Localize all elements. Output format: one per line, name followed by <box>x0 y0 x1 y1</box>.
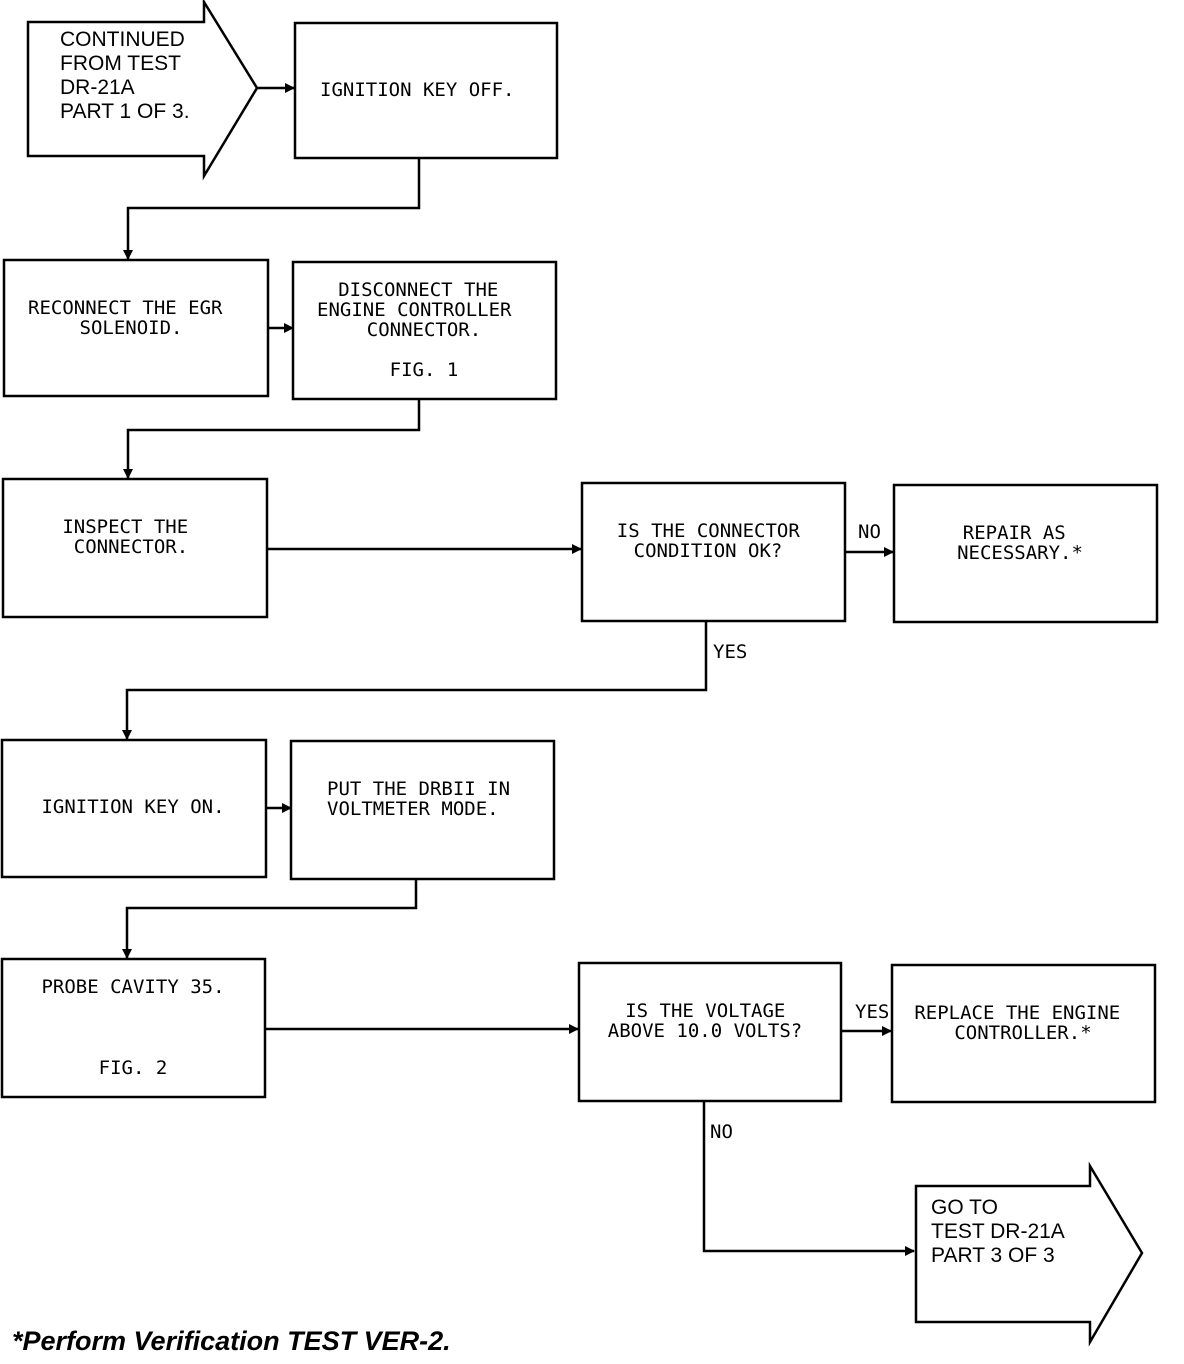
arrow-condition-yes-to-key-on <box>122 621 708 740</box>
node-reconnect-egr: RECONNECT THE EGR SOLENOID. <box>2 258 270 398</box>
disconnect-controller-text: DISCONNECT THE ENGINE CONTROLLER CONNECT… <box>317 279 523 341</box>
node-replace-controller: REPLACE THE ENGINE CONTROLLER.* <box>890 963 1157 1104</box>
voltage-yes-label: YES <box>855 1001 889 1023</box>
go-to-line-3: PART 3 OF 3 <box>931 1244 1055 1267</box>
node-ignition-key-off: IGNITION KEY OFF. <box>293 21 559 160</box>
reconnect-line-1: RECONNECT THE EGR <box>28 297 223 319</box>
ignition-key-off-text: IGNITION KEY OFF. <box>320 79 514 101</box>
continued-from-text: CONTINUED FROM TEST DR-21A PART 1 OF 3. <box>60 28 191 123</box>
node-continued-from: CONTINUED FROM TEST DR-21A PART 1 OF 3. <box>26 0 259 181</box>
voltmeter-mode-text: PUT THE DRBII IN VOLTMETER MODE. <box>327 778 521 820</box>
arrow-key-off-to-reconnect <box>123 158 421 260</box>
entry-arrow-shape <box>26 0 259 181</box>
figure-2-label: FIG. 2 <box>99 1057 168 1079</box>
inspect-connector-box <box>1 477 269 619</box>
voltage-line-1: IS THE VOLTAGE <box>625 1000 785 1022</box>
inspect-line-1: INSPECT THE <box>62 516 188 538</box>
ignition-key-on-box <box>0 738 268 879</box>
voltage-check-text: IS THE VOLTAGE ABOVE 10.0 VOLTS? <box>608 1000 802 1042</box>
connectors <box>122 83 915 1256</box>
inspect-line-2: CONNECTOR. <box>74 536 188 558</box>
replace-line-1: REPLACE THE ENGINE <box>914 1002 1120 1024</box>
connector-ok-line-1: IS THE CONNECTOR <box>617 520 801 542</box>
voltage-no-label: NO <box>710 1121 733 1143</box>
exit-arrow-shape <box>914 1161 1144 1347</box>
repair-text: REPAIR AS NECESSARY.* <box>957 522 1083 564</box>
disconnect-line-3: CONNECTOR. <box>367 319 481 341</box>
voltmeter-line-1: PUT THE DRBII IN <box>327 778 510 800</box>
go-to-text: GO TO TEST DR-21A PART 3 OF 3 <box>931 1196 1070 1267</box>
continued-line-3: DR-21A <box>60 76 135 99</box>
continued-line-2: FROM TEST <box>60 52 181 75</box>
node-disconnect-controller: DISCONNECT THE ENGINE CONTROLLER CONNECT… <box>291 260 558 401</box>
reconnect-line-2: SOLENOID. <box>80 317 183 339</box>
arrow-voltage-no-to-goto <box>702 1101 915 1256</box>
verification-footnote: *Perform Verification TEST VER-2. <box>12 1326 451 1356</box>
disconnect-controller-box <box>291 260 558 401</box>
disconnect-line-1: DISCONNECT THE <box>338 279 498 301</box>
replace-line-2: CONTROLLER.* <box>954 1022 1091 1044</box>
continued-line-1: CONTINUED <box>60 28 185 51</box>
node-inspect-connector: INSPECT THE CONNECTOR. <box>1 477 269 619</box>
node-ignition-key-on: IGNITION KEY ON. <box>0 738 268 879</box>
node-go-to: GO TO TEST DR-21A PART 3 OF 3 <box>914 1161 1144 1347</box>
go-to-line-1: GO TO <box>931 1196 998 1219</box>
continued-line-4: PART 1 OF 3. <box>60 100 190 123</box>
arrow-voltmeter-to-probe <box>122 879 418 959</box>
figure-1-label: FIG. 1 <box>390 359 459 381</box>
replace-controller-text: REPLACE THE ENGINE CONTROLLER.* <box>914 1002 1131 1044</box>
repair-line-2: NECESSARY.* <box>957 542 1083 564</box>
voltmeter-line-2: VOLTMETER MODE. <box>327 798 499 820</box>
node-probe-cavity: PROBE CAVITY 35. FIG. 2 <box>0 957 267 1099</box>
node-repair: REPAIR AS NECESSARY.* <box>892 483 1159 624</box>
connector-ok-text: IS THE CONNECTOR CONDITION OK? <box>617 520 811 562</box>
node-connector-ok: IS THE CONNECTOR CONDITION OK? <box>580 481 847 623</box>
probe-cavity-text: PROBE CAVITY 35. <box>41 976 224 998</box>
connector-yes-label: YES <box>713 641 747 663</box>
repair-box <box>892 483 1159 624</box>
node-voltage-check: IS THE VOLTAGE ABOVE 10.0 VOLTS? <box>577 961 843 1103</box>
arrow-disconnect-to-inspect <box>123 399 421 479</box>
voltage-line-2: ABOVE 10.0 VOLTS? <box>608 1020 802 1042</box>
reconnect-egr-box <box>2 258 270 398</box>
probe-cavity-box <box>0 957 267 1099</box>
ignition-key-off-box <box>293 21 559 160</box>
replace-controller-box <box>890 963 1157 1104</box>
reconnect-egr-text: RECONNECT THE EGR SOLENOID. <box>28 297 234 339</box>
inspect-connector-text: INSPECT THE CONNECTOR. <box>62 516 199 558</box>
voltmeter-mode-box <box>289 739 556 881</box>
repair-line-1: REPAIR AS <box>963 522 1066 544</box>
ignition-key-on-text: IGNITION KEY ON. <box>41 796 224 818</box>
go-to-line-2: TEST DR-21A <box>931 1220 1065 1243</box>
voltage-check-box <box>577 961 843 1103</box>
connector-no-label: NO <box>858 521 881 543</box>
node-voltmeter-mode: PUT THE DRBII IN VOLTMETER MODE. <box>289 739 556 881</box>
connector-ok-box <box>580 481 847 623</box>
connector-ok-line-2: CONDITION OK? <box>634 540 783 562</box>
disconnect-line-2: ENGINE CONTROLLER <box>317 299 512 321</box>
